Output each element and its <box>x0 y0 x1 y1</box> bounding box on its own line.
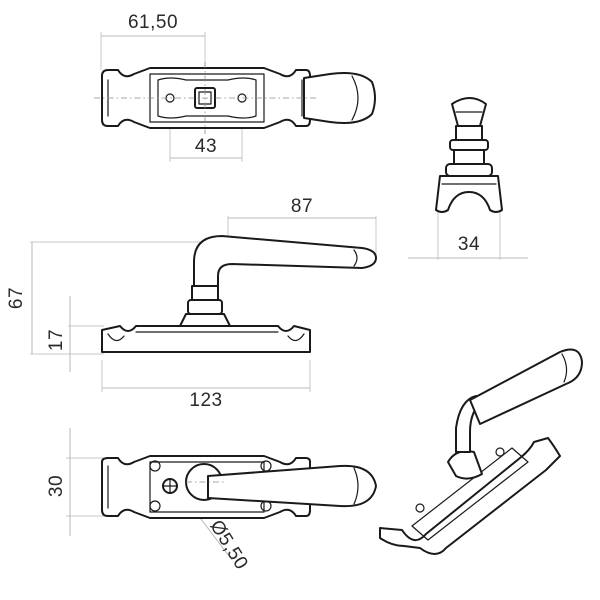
dim-label-side-width: 34 <box>458 234 480 255</box>
bottom-view <box>66 428 377 561</box>
dim-label-base-height: 17 <box>46 329 67 351</box>
top-view <box>94 32 376 162</box>
dim-label-hole-spacing: 43 <box>195 136 217 157</box>
dim-label-total-height: 67 <box>6 287 27 309</box>
front-handle-lever <box>193 235 377 287</box>
dim-label-handle-length: 87 <box>291 196 313 217</box>
top-handle-grip <box>303 72 376 124</box>
dim-label-total-length: 123 <box>189 390 222 411</box>
side-view <box>408 97 528 260</box>
iso-view <box>379 348 583 555</box>
dim-label-spindle-diameter: Ø5,50 <box>205 517 252 574</box>
dim-label-bottom-height: 30 <box>46 475 67 497</box>
front-view <box>30 216 377 392</box>
dim-label-top-width: 61,50 <box>128 12 178 33</box>
